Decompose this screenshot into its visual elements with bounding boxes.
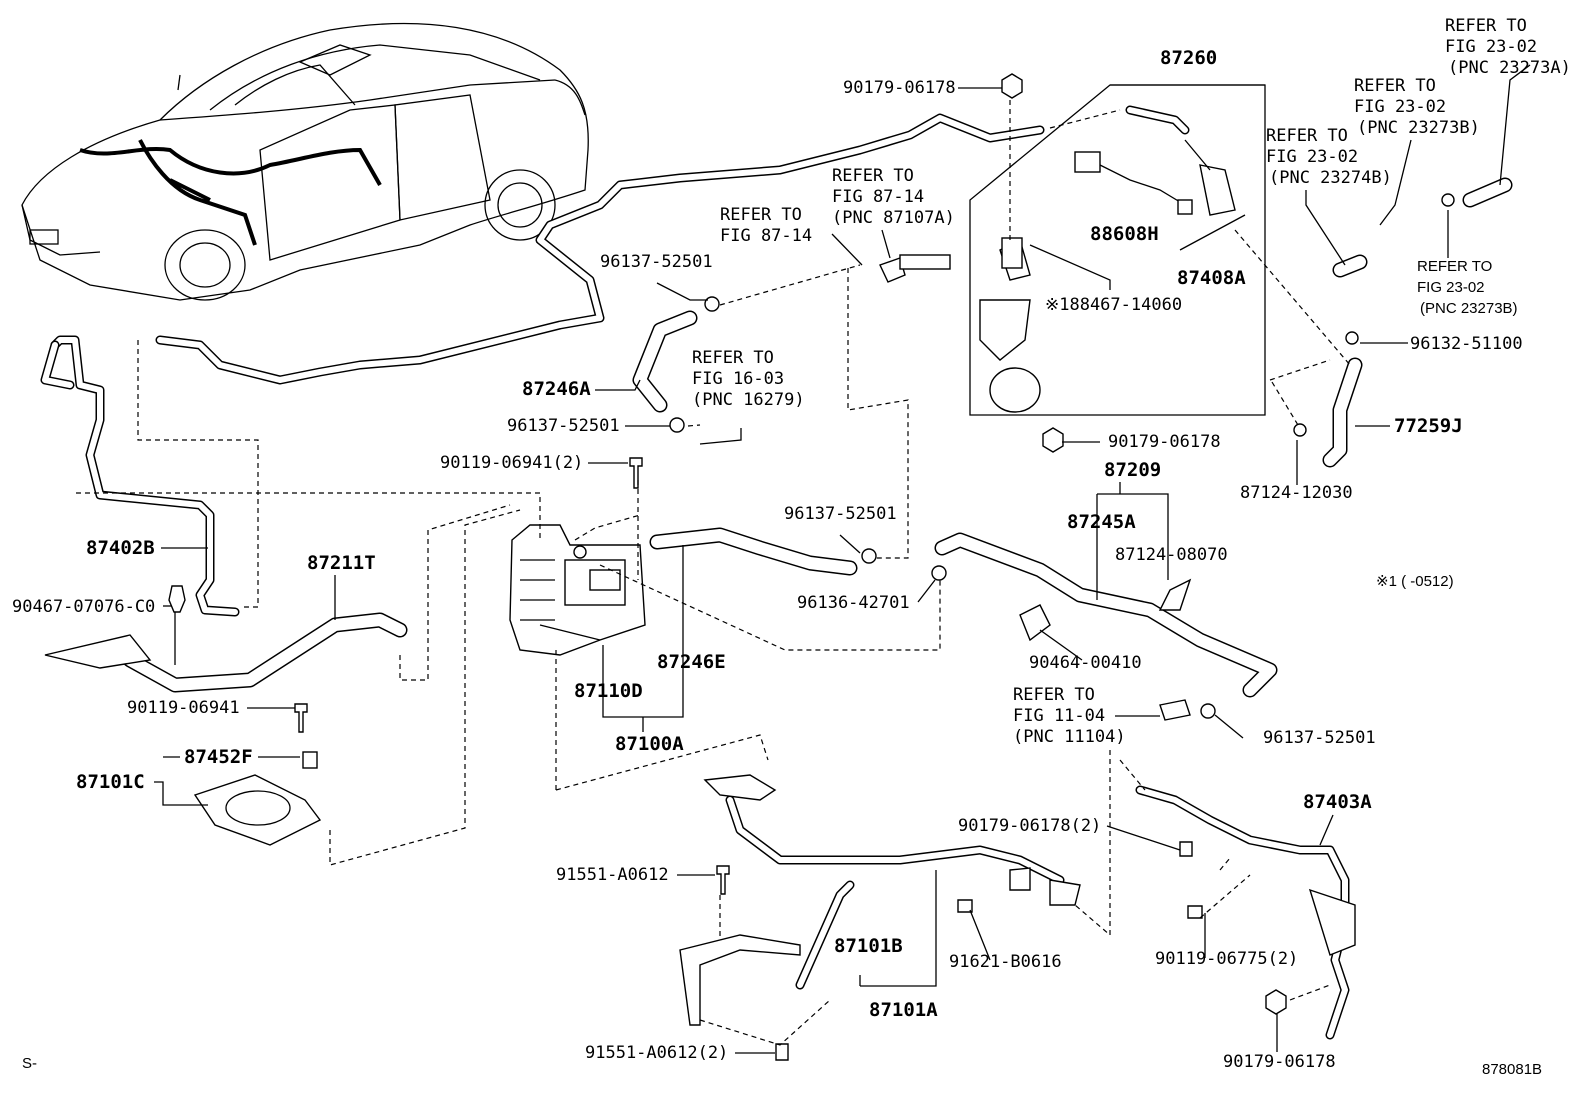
gasket-87101C [193,774,322,846]
label-96137-52501-c: 96137-52501 [784,504,897,524]
refer-87-14-a-line1: REFER TO [832,166,914,186]
note-1: ※1 ( -0512) [1376,573,1454,590]
figure-id: 878081B [1482,1061,1542,1078]
label-90464-00410: 90464-00410 [1029,653,1142,673]
label-87246A: 87246A [522,378,591,400]
refer-16-line1: REFER TO [692,348,774,368]
refer-23-a-line3: (PNC 23273A) [1448,58,1571,78]
label-90119-06941: 90119-06941 [127,698,240,718]
label-87260: 87260 [1160,47,1217,69]
hose-23273A [1462,177,1513,208]
labels: 87260 90179-06178 88608H 87408A ※188467-… [12,16,1571,1078]
hose-87246E [649,527,858,576]
label-90119-06775-2: 90119-06775(2) [1155,949,1298,969]
label-188467-14060: ※188467-14060 [1045,295,1182,315]
refer-16-line2: FIG 16-03 [692,369,784,389]
label-87124-08070: 87124-08070 [1115,545,1228,565]
label-90467-07076-C0: 90467-07076-C0 [12,597,155,617]
refer-23-b-line2: FIG 23-02 [1354,97,1446,117]
label-77259J: 77259J [1394,415,1463,437]
label-90119-06941-2: 90119-06941(2) [440,453,583,473]
label-87408A: 87408A [1177,267,1246,289]
pipe-long-upper [155,113,1045,385]
refer-23-b-line1: REFER TO [1354,76,1436,96]
refer-87-14-a-line2: FIG 87-14 [832,187,924,207]
label-87100A: 87100A [615,733,684,755]
label-87110D: 87110D [574,680,643,702]
refer-87-14-a-line3: (PNC 87107A) [832,208,955,228]
label-87403A: 87403A [1303,791,1372,813]
hose-23274B [1332,254,1368,278]
label-96136-42701: 96136-42701 [797,593,910,613]
heater-unit-87110D [509,524,646,656]
hose-87245A [934,532,1278,698]
refer-87-14-b-line2: FIG 87-14 [720,226,812,246]
refer-23-a-line2: FIG 23-02 [1445,37,1537,57]
hose-87211T [44,612,408,693]
label-91551-A0612-2: 91551-A0612(2) [585,1043,728,1063]
fasteners [168,73,1455,1061]
label-90179-06178-mid: 90179-06178 [1108,432,1221,452]
label-87402B: 87402B [86,537,155,559]
car-illustration [21,22,589,301]
refer-11-line1: REFER TO [1013,685,1095,705]
refer-23-d-line3: (PNC 23273B) [1420,300,1518,317]
label-90179-06178-2: 90179-06178(2) [958,816,1101,836]
leader-lines [154,64,1531,1054]
hose-77259J [1322,357,1363,468]
refer-23-c-line2: FIG 23-02 [1266,147,1358,167]
refer-16-line3: (PNC 16279) [692,390,805,410]
refer-23-b-line3: (PNC 23273B) [1357,118,1480,138]
refer-23-d-line1: REFER TO [1417,258,1492,275]
refer-23-a-line1: REFER TO [1445,16,1527,36]
refer-87-14-b-line1: REFER TO [720,205,802,225]
corner-mark: S- [22,1055,37,1072]
pipe-87402B [40,335,240,617]
label-87101B: 87101B [834,935,903,957]
label-96137-52501-b: 96137-52501 [507,416,620,436]
label-90179-06178-bottom: 90179-06178 [1223,1052,1336,1072]
dashed-guides [76,100,1351,1046]
refer-23-d-line2: FIG 23-02 [1417,279,1485,296]
label-91551-A0612: 91551-A0612 [556,865,669,885]
label-96132-51100: 96132-51100 [1410,334,1523,354]
refer-23-c-line3: (PNC 23274B) [1269,168,1392,188]
refer-11-line2: FIG 11-04 [1013,706,1105,726]
label-87209: 87209 [1104,459,1161,481]
label-87124-12030: 87124-12030 [1240,483,1353,503]
label-87211T: 87211T [307,552,376,574]
refer-23-c-line1: REFER TO [1266,126,1348,146]
label-88608H: 88608H [1090,223,1159,245]
label-87101A: 87101A [869,999,938,1021]
label-90179-06178-top: 90179-06178 [843,78,956,98]
pipe-87403A [1135,785,1356,1040]
label-87452F: 87452F [184,746,253,768]
bracket-87101B [703,774,1081,906]
refer-11-line3: (PNC 11104) [1013,727,1126,747]
label-87101C: 87101C [76,771,145,793]
label-91621-B0616: 91621-B0616 [949,952,1062,972]
label-96137-52501-d: 96137-52501 [1263,728,1376,748]
bracket-87101A [679,880,855,1026]
hose-87246A [632,310,698,413]
label-87246E: 87246E [657,651,726,673]
label-96137-52501-a: 96137-52501 [600,252,713,272]
label-87245A: 87245A [1067,511,1136,533]
